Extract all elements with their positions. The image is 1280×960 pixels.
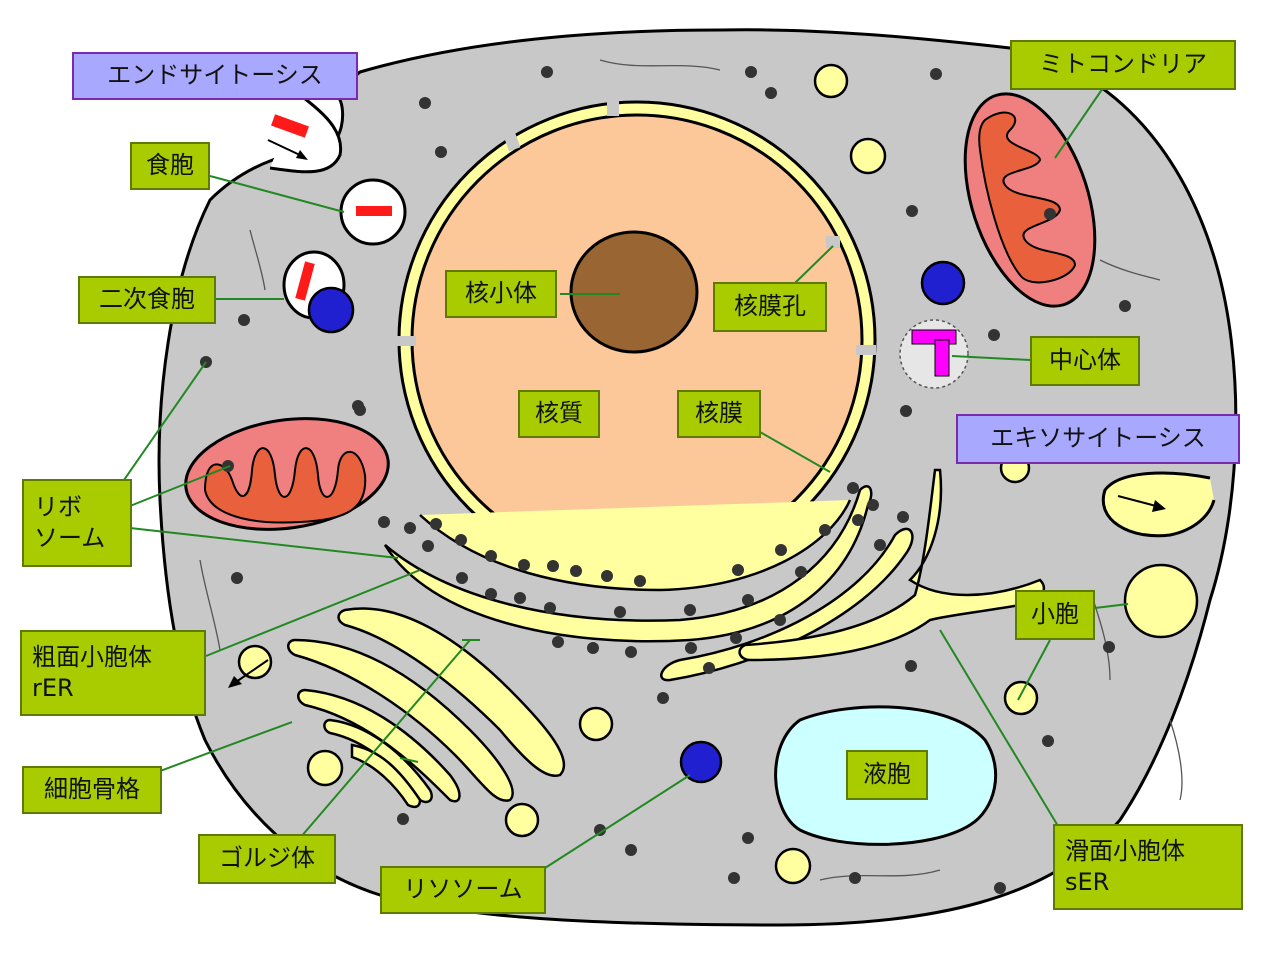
mitochondrion-left — [184, 417, 390, 531]
centrosome-label: 中心体 — [1030, 336, 1140, 386]
cytoskeleton-label: 細胞骨格 — [22, 766, 162, 814]
nucleolus — [569, 230, 699, 354]
mitochondria-label: ミトコンドリア — [1010, 40, 1236, 90]
nuclear-membrane-label: 核膜 — [677, 390, 761, 438]
nuclear-pore-label: 核膜孔 — [713, 282, 827, 332]
nucleus — [396, 96, 877, 580]
smooth-er-label: 滑面小胞体 sER — [1053, 824, 1243, 910]
phagosome-label: 食胞 — [130, 142, 210, 190]
exocytosis-label: エキソサイトーシス — [956, 414, 1240, 464]
vacuole-label: 液胞 — [846, 750, 928, 800]
nucleolus-label: 核小体 — [445, 270, 557, 318]
lysosome-label: リソソーム — [380, 866, 546, 914]
ribosomes — [200, 66, 1131, 894]
golgi-apparatus — [287, 607, 566, 809]
ribosome-label: リボ ソーム — [22, 479, 132, 567]
leader-lines — [123, 87, 1129, 869]
vesicle-label: 小胞 — [1015, 590, 1095, 640]
golgi-label: ゴルジ体 — [198, 834, 336, 884]
vesicles — [237, 63, 1199, 885]
nucleoplasm-label: 核質 — [518, 390, 600, 438]
rough-er-label: 粗面小胞体 rER — [20, 630, 206, 716]
endocytosis-label: エンドサイトーシス — [72, 52, 358, 100]
secondary-phagosome-label: 二次食胞 — [78, 276, 216, 324]
smooth-er — [738, 468, 1046, 662]
